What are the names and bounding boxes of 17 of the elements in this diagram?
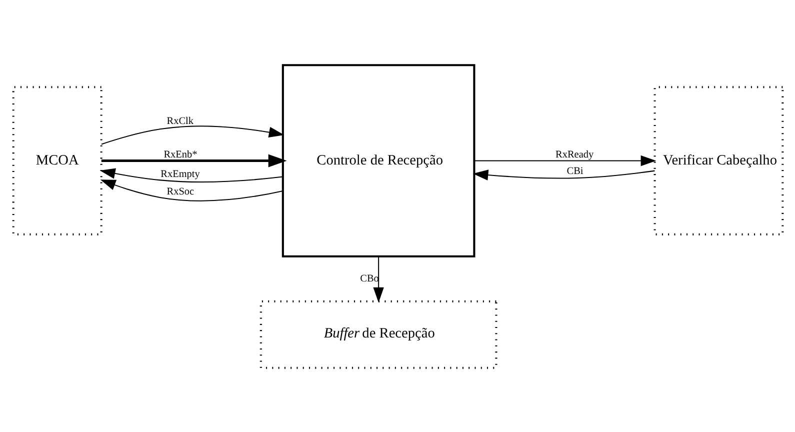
edge-label: RxEnb* [163,149,197,160]
arrow [472,169,654,180]
node-box: Buffer de Recepção [259,300,497,368]
node-box: Verificar Cabeçalho [653,86,784,235]
edge-label: RxClk [166,115,193,126]
node-box: MCOA [12,86,102,235]
arrow [100,154,286,167]
node-box: Controle de Recepção [281,64,475,257]
edge-label: RxSoc [166,186,194,198]
arrow [100,179,282,201]
arrow [100,125,284,144]
edge-label: RxReady [555,149,594,160]
arrow [372,256,384,302]
arrow [99,168,282,182]
arrow [474,154,656,166]
edge-label: CBi [566,166,583,177]
edge-label: RxEmpty [160,168,200,180]
